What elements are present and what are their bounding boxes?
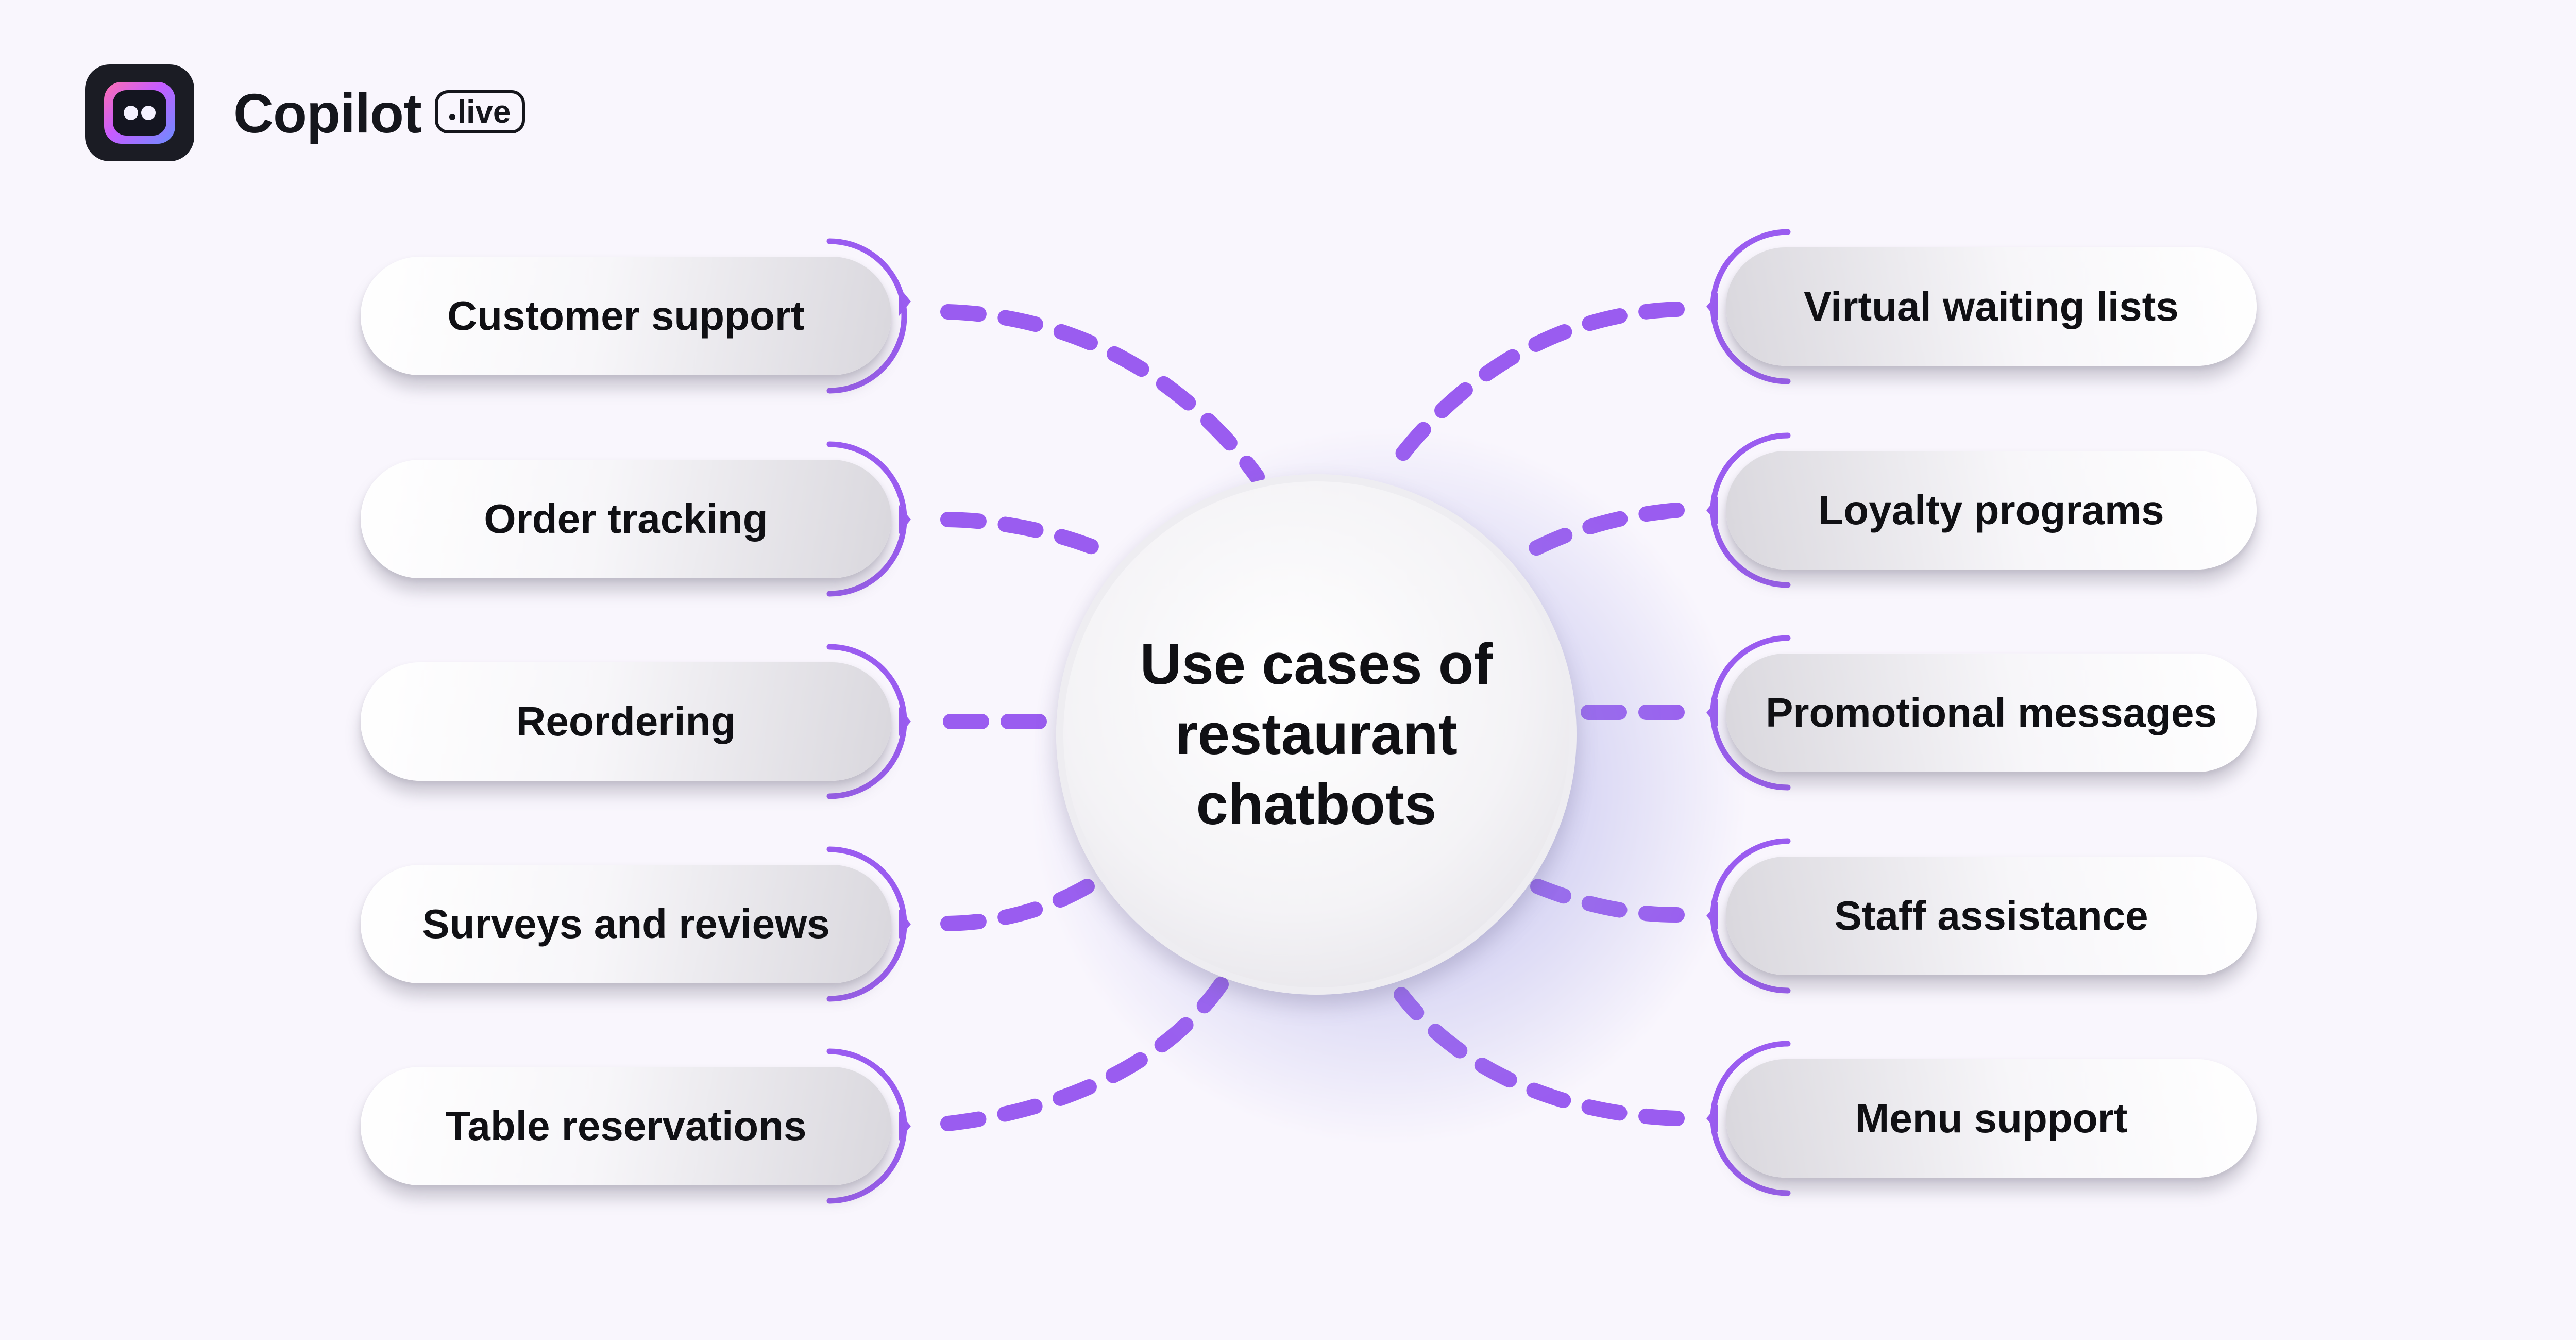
use-case-label: Table reservations — [445, 1103, 807, 1149]
use-case-label: Promotional messages — [1766, 690, 2217, 735]
brand-badge: live — [434, 90, 526, 133]
use-case-staff-assistance: Staff assistance — [1726, 857, 2257, 975]
use-case-label: Reordering — [516, 698, 736, 744]
use-case-loyalty-programs: Loyalty programs — [1726, 451, 2257, 569]
use-case-label: Menu support — [1855, 1095, 2128, 1141]
use-case-customer-support: Customer support — [361, 257, 891, 375]
connector-table-reservations — [940, 977, 1229, 1131]
use-case-label: Loyalty programs — [1818, 487, 2164, 533]
use-case-table-reservations: Table reservations — [361, 1067, 891, 1185]
connector-customer-support — [940, 304, 1265, 484]
brand-badge-label: live — [457, 94, 511, 130]
use-case-menu-support: Menu support — [1726, 1059, 2257, 1178]
use-case-label: Virtual waiting lists — [1804, 283, 2179, 329]
connector-order-tracking — [940, 512, 1123, 564]
use-case-surveys-reviews: Surveys and reviews — [361, 865, 891, 983]
center-hub: Use cases of restaurant chatbots — [1056, 474, 1577, 995]
use-case-order-tracking: Order tracking — [361, 460, 891, 578]
copilot-logo-icon — [85, 64, 194, 161]
use-case-label: Staff assistance — [1834, 893, 2148, 939]
brand-name: Copilot — [233, 81, 422, 144]
brand-logo: Copilot live — [85, 64, 526, 161]
use-case-label: Customer support — [447, 293, 805, 339]
use-case-reordering: Reordering — [361, 662, 891, 781]
use-case-promotional-messages: Promotional messages — [1726, 654, 2257, 772]
center-title: Use cases of restaurant chatbots — [1140, 632, 1493, 836]
use-case-virtual-waiting-lists: Virtual waiting lists — [1726, 247, 2257, 366]
use-case-label: Order tracking — [484, 496, 768, 542]
use-case-label: Surveys and reviews — [422, 901, 830, 947]
